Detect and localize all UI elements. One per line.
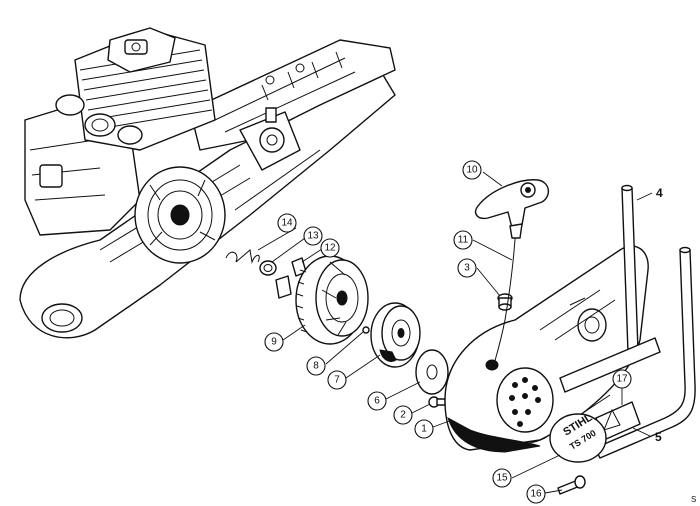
engine-assembly (19, 27, 396, 339)
callout-17: 17 (612, 369, 632, 389)
callout-label: 9 (271, 337, 277, 348)
rope-rotor-7 (370, 302, 421, 368)
pawls-12 (275, 257, 307, 299)
callout-label: 3 (464, 263, 470, 274)
callout-14: 14 (277, 213, 297, 233)
starter-rope-11 (492, 224, 517, 369)
washer-13 (259, 260, 277, 276)
fan-housing-1 (444, 245, 649, 453)
vent-holes (509, 377, 541, 427)
callout-label: 6 (374, 396, 380, 407)
callout-15: 15 (492, 468, 512, 488)
callout-label: 10 (466, 165, 478, 176)
callout-8: 8 (306, 356, 326, 376)
callout-label: 7 (334, 375, 340, 386)
callout-7: 7 (327, 370, 347, 390)
tube-5 (594, 246, 696, 459)
bolt-16 (557, 475, 586, 495)
callout-label: 1 (421, 424, 427, 435)
rotor-hub-9 (295, 255, 369, 345)
callout-16: 16 (526, 484, 546, 504)
callout-label: 8 (313, 361, 319, 372)
callout-9: 9 (264, 332, 284, 352)
logo-badge-15: STIHL TS 700 (549, 411, 607, 463)
callout-10: 10 (462, 160, 482, 180)
callout-2: 2 (393, 405, 413, 425)
label-4: 4 (656, 186, 663, 200)
pin-8 (362, 326, 370, 334)
callout-13: 13 (303, 226, 323, 246)
callout-6: 6 (367, 391, 387, 411)
starter-grip-10 (474, 179, 549, 239)
callout-label: 11 (458, 235, 469, 246)
callout-label: 15 (496, 473, 508, 484)
callout-3: 3 (457, 258, 477, 278)
label-5: 5 (655, 430, 662, 444)
callout-12: 12 (320, 238, 340, 258)
spring-clip-14 (225, 249, 260, 264)
callout-1: 1 (414, 419, 434, 439)
screw-2 (428, 396, 446, 408)
rope-guide-3 (497, 293, 513, 311)
callout-11: 11 (453, 230, 473, 250)
callout-label: 13 (307, 231, 319, 242)
washer-6 (415, 349, 449, 395)
leader-lines (257, 171, 653, 494)
corner-mark: S (691, 495, 696, 504)
callout-label: 14 (281, 218, 293, 229)
callout-label: 17 (616, 374, 628, 385)
callout-label: 2 (400, 410, 406, 421)
callout-label: 12 (324, 243, 336, 254)
callout-label: 16 (530, 489, 542, 500)
